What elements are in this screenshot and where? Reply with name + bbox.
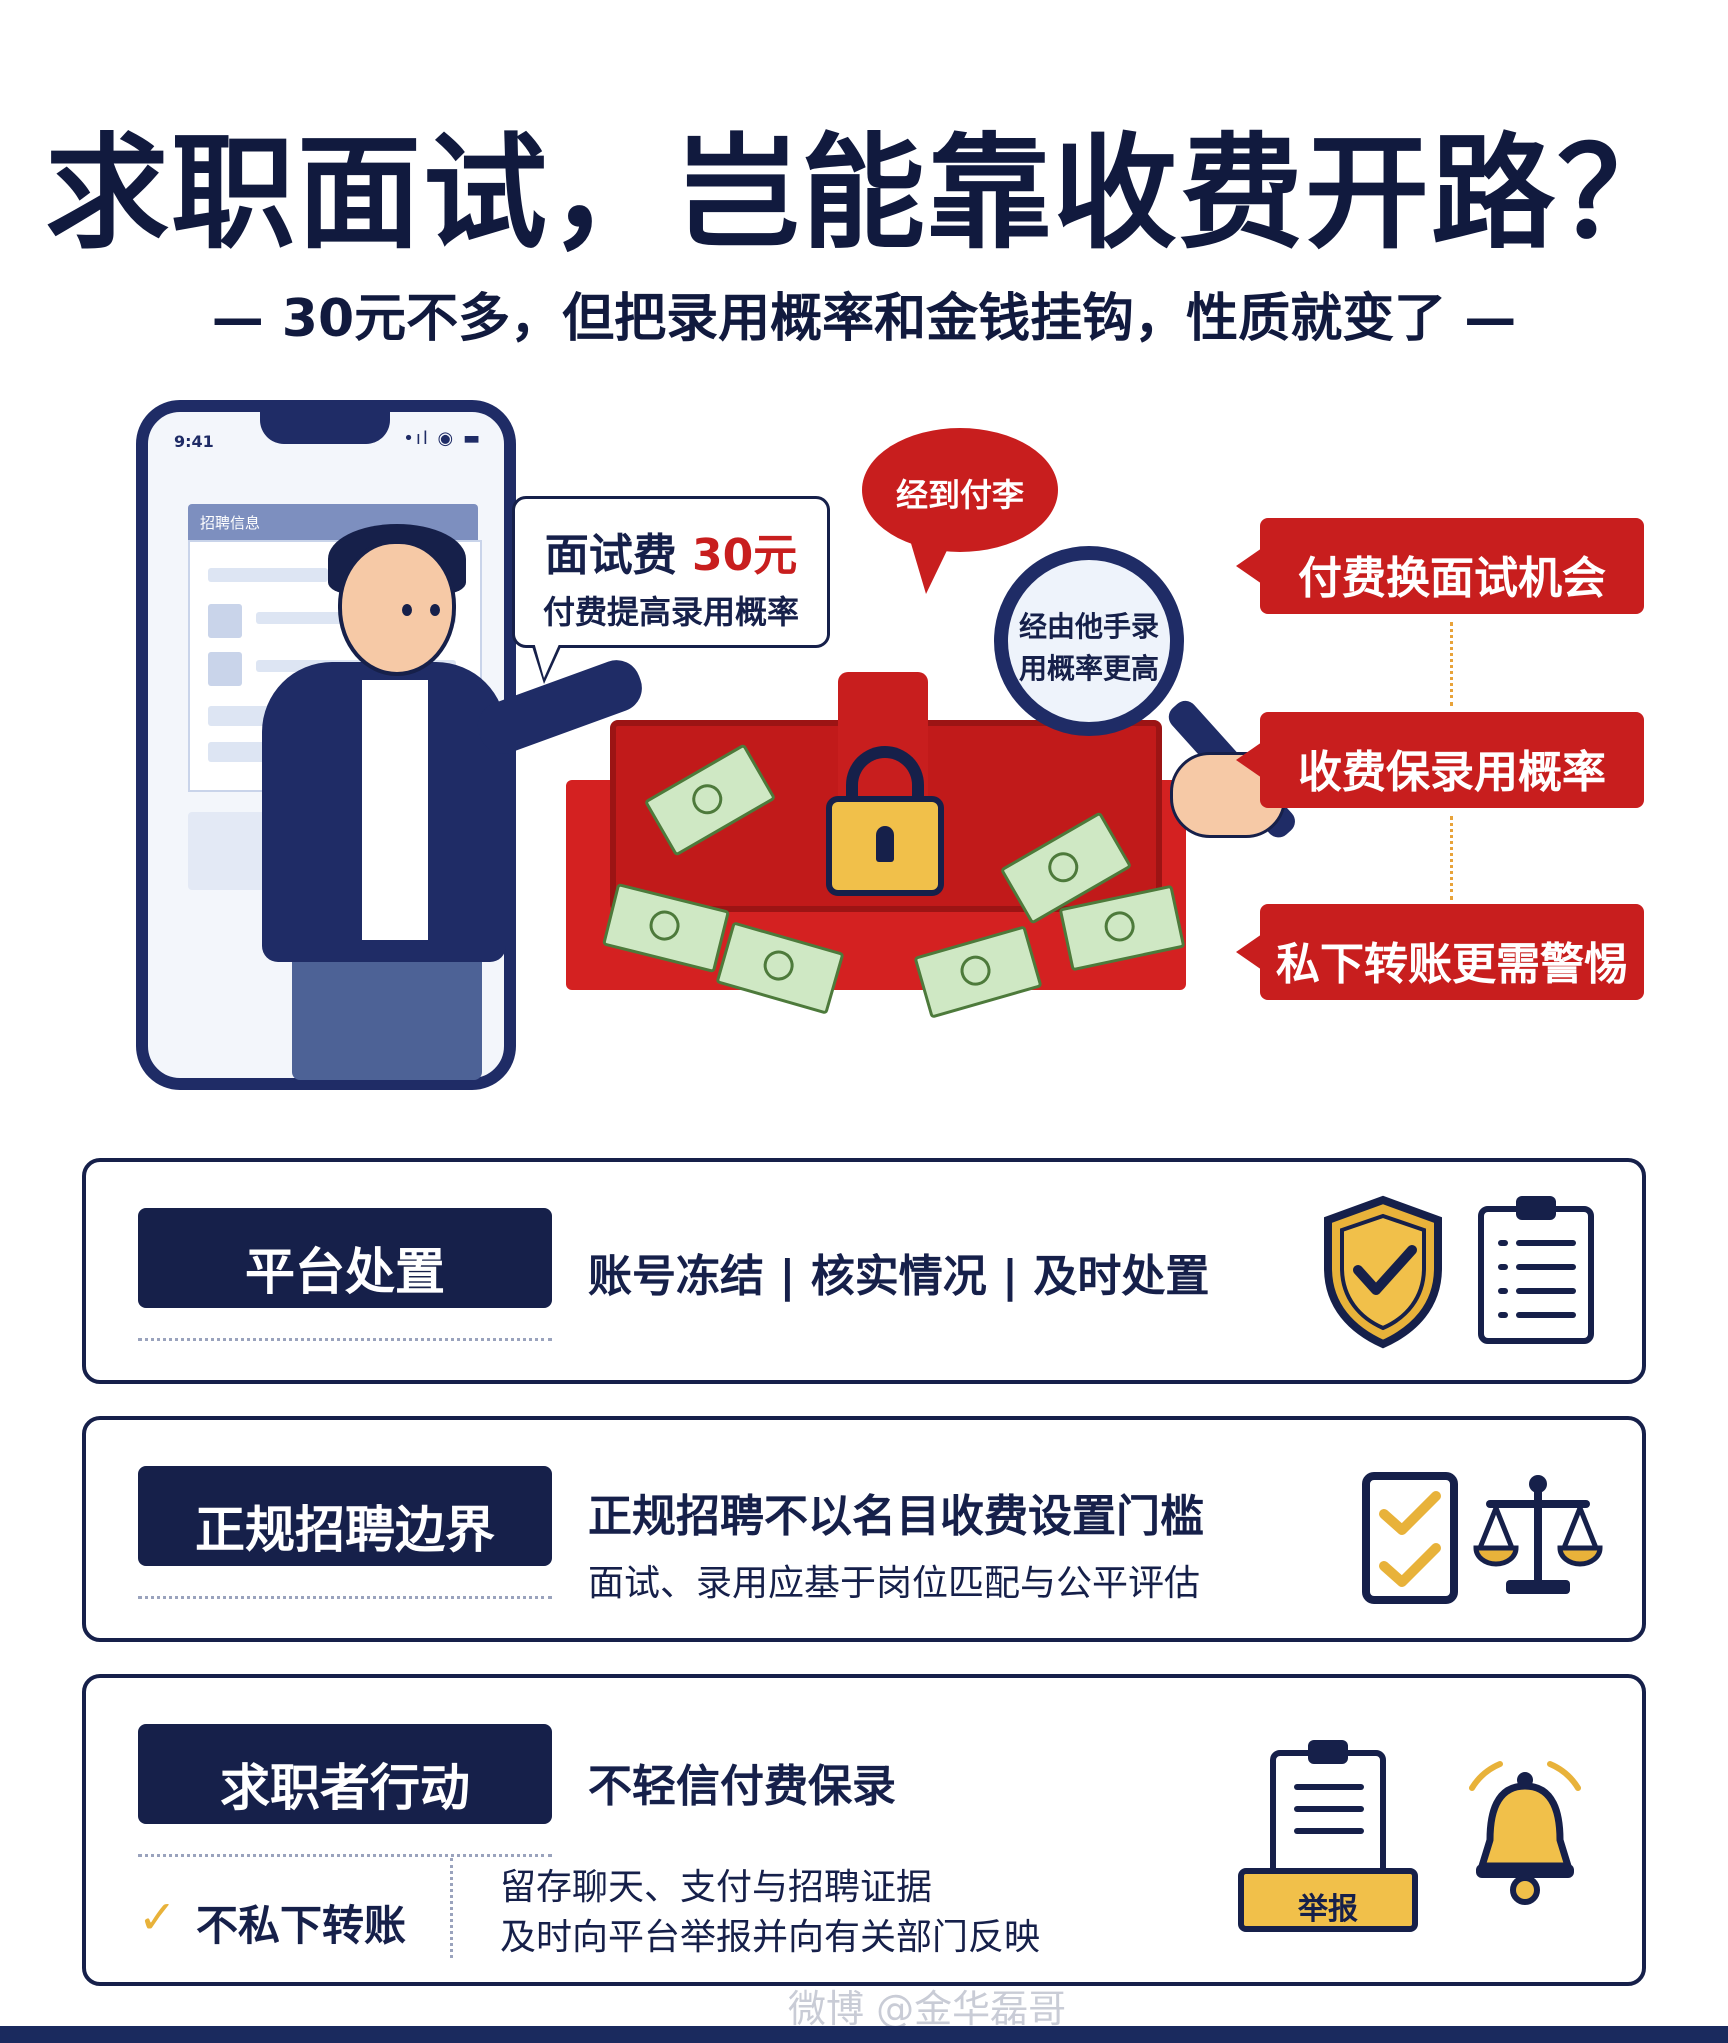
magnifier-line-2: 用概率更高: [1018, 652, 1159, 685]
line: [1294, 1784, 1364, 1790]
warning-pill-text: 付费换面试机会: [1298, 553, 1606, 604]
shield-check-icon: [1324, 1195, 1442, 1349]
line: [1294, 1806, 1364, 1812]
bill-seal: [1042, 846, 1084, 888]
dotted-connector: [1450, 622, 1453, 706]
watermark: 微博 @金华磊哥: [788, 1987, 1067, 2031]
pill-pointer: [1236, 548, 1262, 584]
bill-seal: [760, 946, 798, 985]
bullet: [1498, 1264, 1508, 1270]
red-bubble-text: 经到付李: [895, 476, 1024, 514]
placeholder-thumb: [208, 604, 242, 638]
phone-status-icons: •ıl ◉ ▬: [403, 428, 482, 449]
card-main-text: 账号冻结 | 核实情况 | 及时处置: [588, 1251, 1210, 1302]
person-eye: [402, 604, 412, 616]
pill-pointer: [1236, 742, 1262, 778]
speech-bubble-tail-inner: [534, 642, 560, 678]
line: [1516, 1240, 1576, 1246]
card-jobseeker-action: 求职者行动 不轻信付费保录 ✓ 不私下转账 留存聊天、支付与招聘证据 及时向平台…: [82, 1674, 1646, 1986]
speech-bubble: 面试费 30元 付费提高录用概率: [512, 496, 830, 648]
page-subtitle: — 30元不多，但把录用概率和金钱挂钩，性质就变了 —: [211, 289, 1517, 349]
card-sub-line-2: 及时向平台举报并向有关部门反映: [500, 1917, 1041, 1958]
check-label: 不私下转账: [196, 1901, 407, 1950]
warning-pill-pay-for-interview: 付费换面试机会: [1260, 518, 1644, 614]
phone-notch: [260, 410, 390, 444]
page-title: 求职面试，岂能靠收费开路？: [44, 122, 1683, 266]
speech-bubble-fee: 面试费 30元: [515, 519, 827, 583]
placeholder-thumb: [208, 652, 242, 686]
speech-bubble-claim: 付费提高录用概率: [542, 593, 799, 631]
magnifier-line-1: 经由他手录: [1018, 610, 1159, 643]
clip: [1308, 1740, 1348, 1764]
person-pants: [292, 940, 482, 1080]
vertical-divider: [450, 1858, 453, 1958]
bill-seal: [646, 907, 683, 944]
dotted-divider: [138, 1596, 552, 1599]
card-platform-action: 平台处置 账号冻结 | 核实情况 | 及时处置: [82, 1158, 1646, 1384]
bullet: [1498, 1312, 1508, 1318]
placeholder-bar: [208, 568, 328, 582]
card-recruitment-boundary: 正规招聘边界 正规招聘不以名目收费设置门槛 面试、录用应基于岗位匹配与公平评估: [82, 1416, 1646, 1642]
red-speech-bubble: 经到付李: [862, 428, 1058, 552]
bell-icon: [1469, 1761, 1581, 1905]
lock-keyhole: [876, 826, 894, 862]
card-sub-line-1: 留存聊天、支付与招聘证据: [500, 1867, 933, 1908]
warning-pill-text: 收费保录用概率: [1298, 747, 1606, 798]
card-tag-text: 平台处置: [245, 1243, 445, 1301]
scales-icon: [1473, 1475, 1603, 1594]
dotted-divider: [138, 1338, 552, 1341]
warning-pill-text: 私下转账更需警惕: [1276, 939, 1628, 990]
card-tag: 求职者行动: [138, 1724, 552, 1824]
card-tag-text: 正规招聘边界: [195, 1501, 495, 1559]
bullet: [1498, 1288, 1508, 1294]
card-tag: 正规招聘边界: [138, 1466, 552, 1566]
phone-time: 9:41: [174, 432, 214, 451]
card-tag: 平台处置: [138, 1208, 552, 1308]
warning-pill-private-transfer: 私下转账更需警惕: [1260, 904, 1644, 1000]
clip: [1516, 1196, 1556, 1220]
bill-seal: [1101, 908, 1138, 945]
person-shirt: [362, 680, 428, 940]
fee-amount: 30元: [692, 530, 798, 581]
line: [1516, 1288, 1576, 1294]
bill-seal: [956, 952, 995, 990]
checkbox-list-icon: [1362, 1472, 1458, 1604]
magnifier-text: 经由他手录用概率更高: [1008, 606, 1170, 690]
card-main-text: 不轻信付费保录: [588, 1761, 896, 1812]
checklist-icon: [1478, 1196, 1594, 1344]
warning-pill-paid-guarantee: 收费保录用概率: [1260, 712, 1644, 808]
line: [1516, 1264, 1576, 1270]
check-icon: ✓: [138, 1890, 177, 1944]
report-badge: 举报: [1238, 1868, 1418, 1932]
pill-pointer: [1236, 934, 1262, 970]
card-tag-text: 求职者行动: [220, 1759, 470, 1817]
line: [1294, 1828, 1364, 1834]
magnifier-icon: 经由他手录用概率更高: [994, 546, 1184, 736]
bill-seal: [686, 778, 728, 820]
person-eye: [430, 604, 440, 616]
fee-label: 面试费: [544, 530, 693, 581]
footer-bar: [0, 2026, 1728, 2043]
report-label: 举报: [1298, 1892, 1358, 1927]
line: [1516, 1312, 1576, 1318]
card-sub-text: 面试、录用应基于岗位匹配与公平评估: [588, 1563, 1201, 1604]
phone-app-header-text: 招聘信息: [200, 514, 261, 532]
dotted-divider: [138, 1854, 552, 1857]
person-head: [338, 540, 456, 676]
bullet: [1498, 1240, 1508, 1246]
dotted-connector: [1450, 816, 1453, 900]
card-main-text: 正规招聘不以名目收费设置门槛: [588, 1491, 1204, 1542]
